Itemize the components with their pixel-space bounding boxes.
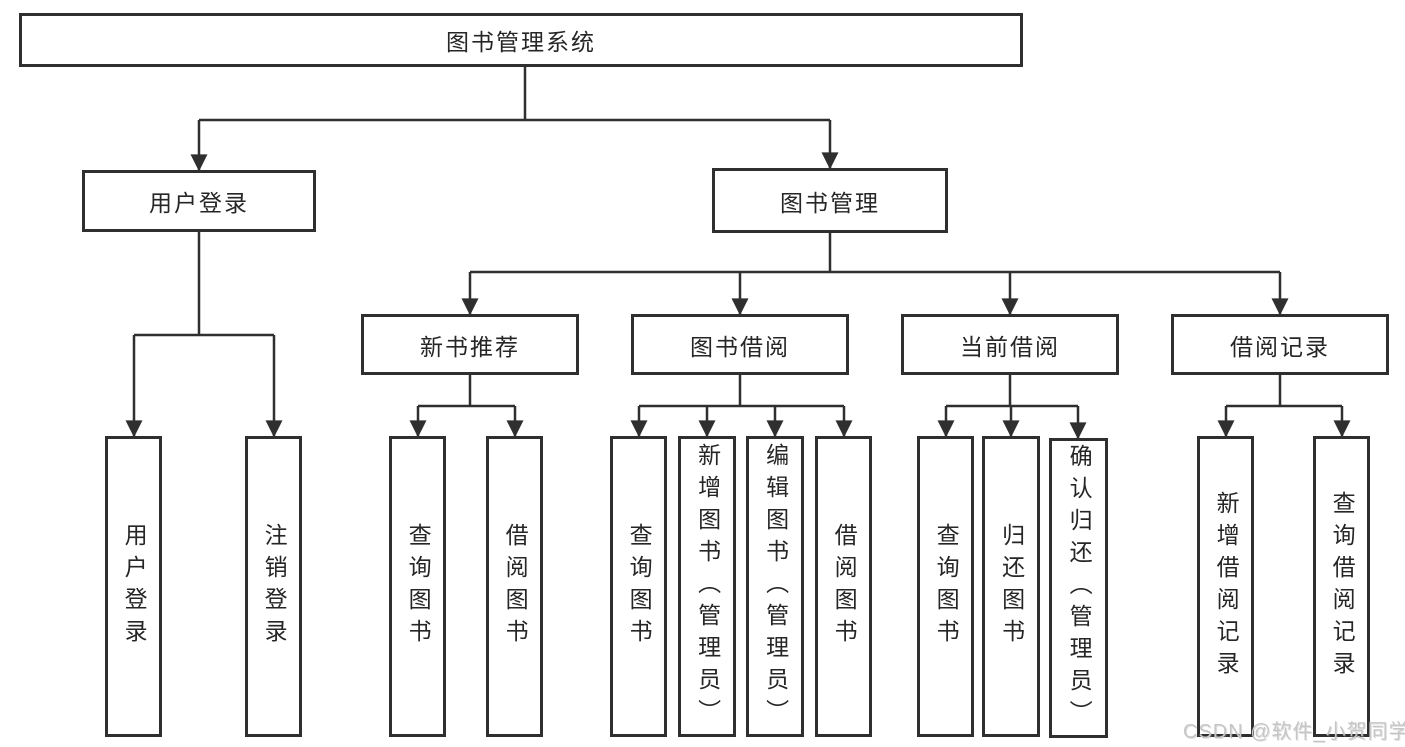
- node-borrow-records: 借阅记录: [1171, 314, 1389, 375]
- node-library-system-root: 图书管理系统: [19, 13, 1023, 67]
- node-label: 查询图书: [933, 522, 960, 651]
- node-label: 编辑图书（管理员）: [762, 442, 789, 731]
- leaf-borrow-books: 借阅图书: [815, 436, 872, 737]
- node-label: 借阅图书: [502, 522, 529, 651]
- node-book-management: 图书管理: [712, 168, 948, 233]
- node-label: 用户登录: [149, 190, 249, 216]
- leaf-user-login: 用户登录: [105, 436, 162, 737]
- leaf-query-borrow-record: 查询借阅记录: [1313, 436, 1370, 737]
- node-label: 图书管理: [780, 189, 880, 216]
- node-label: 图书管理系统: [446, 29, 596, 55]
- node-user-login: 用户登录: [82, 170, 316, 232]
- node-label: 图书借阅: [690, 333, 790, 360]
- csdn-watermark: CSDN @软件_小贺同学: [1183, 721, 1405, 743]
- leaf-borrow-books-recommend: 借阅图书: [486, 436, 543, 737]
- leaf-logout: 注销登录: [245, 436, 302, 737]
- leaf-query-books-current: 查询图书: [917, 436, 974, 737]
- leaf-edit-books-admin: 编辑图书（管理员）: [746, 436, 804, 737]
- node-label: 确认归还（管理员）: [1066, 444, 1093, 732]
- leaf-query-books-borrow: 查询图书: [610, 436, 667, 737]
- leaf-query-books-recommend: 查询图书: [389, 436, 446, 737]
- node-label: 新增图书（管理员）: [694, 442, 721, 731]
- node-label: 归还图书: [998, 522, 1025, 651]
- leaf-return-books: 归还图书: [982, 436, 1040, 737]
- node-label: 新书推荐: [420, 333, 520, 360]
- node-label: 用户登录: [121, 522, 148, 651]
- node-label: 查询图书: [405, 522, 432, 651]
- node-label: 注销登录: [261, 522, 288, 651]
- leaf-add-borrow-record: 新增借阅记录: [1197, 436, 1254, 737]
- leaf-add-books-admin: 新增图书（管理员）: [678, 436, 736, 737]
- node-book-borrow: 图书借阅: [631, 314, 849, 375]
- node-label: 查询图书: [626, 522, 653, 651]
- node-new-book-recommend: 新书推荐: [361, 314, 579, 375]
- leaf-confirm-return-admin: 确认归还（管理员）: [1049, 438, 1108, 738]
- node-current-borrow: 当前借阅: [901, 314, 1119, 375]
- node-label: 借阅图书: [831, 522, 858, 651]
- node-label: 当前借阅: [960, 333, 1060, 360]
- node-label: 借阅记录: [1230, 333, 1330, 360]
- node-label: 新增借阅记录: [1213, 490, 1240, 683]
- node-label: 查询借阅记录: [1329, 490, 1356, 683]
